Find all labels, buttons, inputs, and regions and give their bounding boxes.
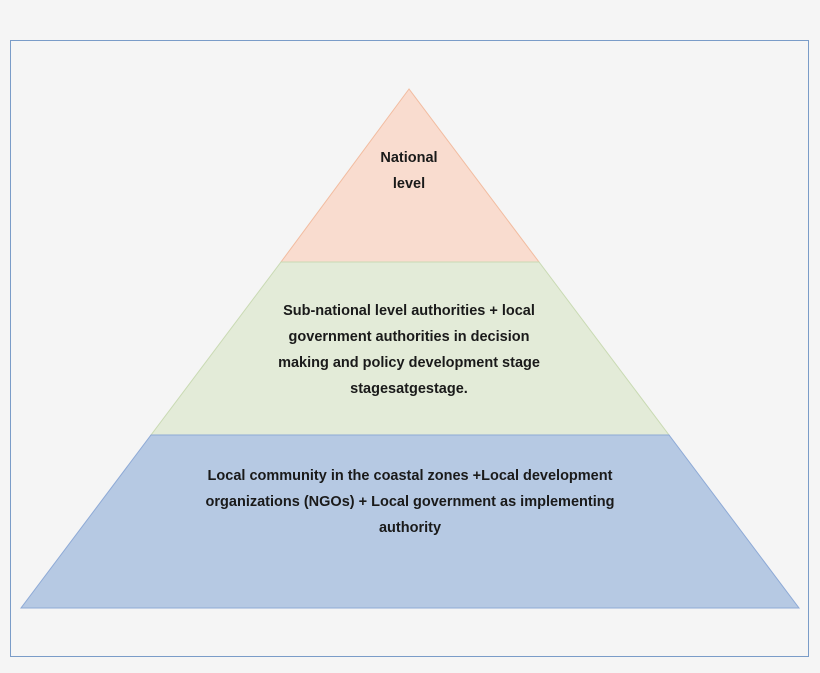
tier-top-label: National level — [309, 145, 509, 197]
tier-bottom-line-2: organizations (NGOs) + Local government … — [205, 494, 615, 510]
tier-middle-line-2: government authorities in decision — [288, 329, 530, 345]
tier-bottom-label: Local community in the coastal zones +Lo… — [110, 463, 710, 541]
tier-bottom-line-3: authority — [378, 520, 442, 536]
tier-middle-line-1: Sub-national level authorities + local — [283, 303, 535, 319]
tier-bottom-line-1: Local community in the coastal zones +Lo… — [207, 468, 613, 484]
tier-top-line-2: level — [392, 176, 426, 192]
tier-middle-line-4: stagesatgestage. — [350, 381, 468, 397]
tier-middle-label: Sub-national level authorities + local g… — [209, 298, 609, 402]
tier-top-line-1: National — [380, 150, 438, 166]
pyramid-tier-bottom — [19, 434, 801, 609]
tier-middle-line-3: making and policy development stage — [278, 355, 540, 371]
